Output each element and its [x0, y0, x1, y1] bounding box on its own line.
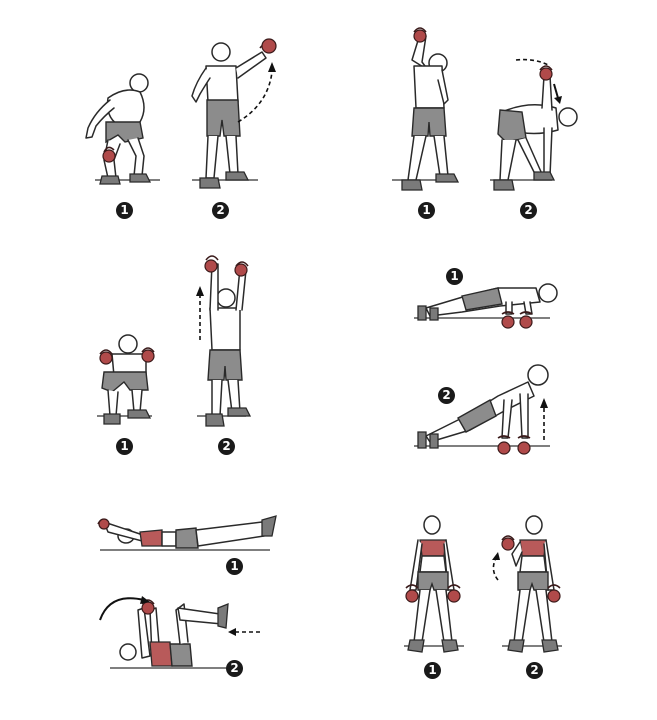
step-badge: 1 [424, 662, 441, 679]
bicep-curl-figures [404, 515, 562, 653]
exercise-squat-press: 1 2 [0, 240, 330, 480]
swing-step1-figure [85, 73, 152, 185]
exercise-bicep-curl: 1 2 [330, 480, 657, 720]
step-badge: 1 [116, 202, 133, 219]
step-badge: 2 [226, 660, 243, 677]
step-badge: 2 [218, 438, 235, 455]
exercise-lying-pullover-crunch: 1 2 [0, 480, 330, 720]
renegade-row-step2-figure [417, 364, 549, 455]
squat-press-figures [97, 255, 252, 427]
pullover-crunch-step2-figure [99, 596, 260, 667]
pullover-crunch-figures [97, 515, 277, 669]
windmill-figures [392, 27, 578, 191]
exercise-swing: 1 2 [0, 0, 330, 240]
bicep-curl-step1-figure [405, 515, 461, 653]
squat-press-step1-figure [99, 334, 155, 425]
step-badge: 1 [418, 202, 435, 219]
step-badge: 1 [446, 268, 463, 285]
bicep-curl-step2-figure [492, 515, 561, 653]
step-badge: 1 [226, 558, 243, 575]
swing-step2-figure [191, 38, 277, 189]
windmill-step1-figure [401, 27, 460, 191]
exercise-renegade-row: 1 2 [330, 240, 657, 480]
step-badge: 2 [526, 662, 543, 679]
renegade-row-figures [414, 283, 558, 455]
swing-figures [85, 38, 277, 189]
step-badge: 2 [520, 202, 537, 219]
step-badge: 2 [438, 387, 455, 404]
pullover-crunch-step1-figure [97, 515, 277, 549]
exercise-windmill: 1 2 [330, 0, 657, 240]
step-badge: 1 [116, 438, 133, 455]
windmill-step2-figure [493, 58, 578, 191]
step-badge: 2 [212, 202, 229, 219]
squat-press-step2-figure [196, 255, 252, 427]
renegade-row-step1-figure [417, 283, 558, 329]
